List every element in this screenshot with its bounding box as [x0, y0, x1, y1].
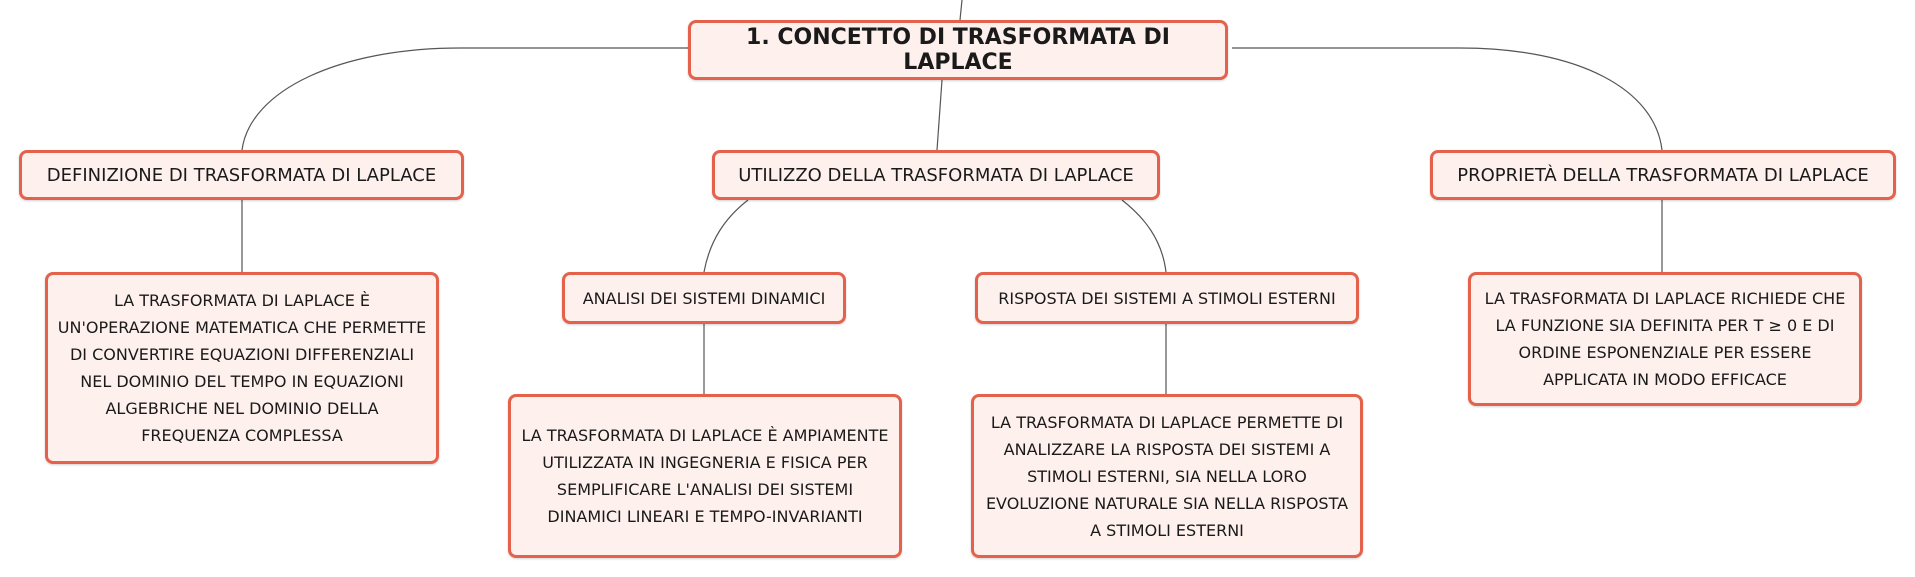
connector-root-definizione	[241, 47, 688, 151]
connector-root-proprieta	[1232, 47, 1663, 151]
proprieta-detail-text: LA TRASFORMATA DI LAPLACE RICHIEDE CHE L…	[1484, 289, 1846, 389]
proprieta-label: PROPRIETÀ DELLA TRASFORMATA DI LAPLACE	[1457, 164, 1869, 186]
utilizzo-label: UTILIZZO DELLA TRASFORMATA DI LAPLACE	[738, 164, 1134, 186]
definizione-detail-node[interactable]: LA TRASFORMATA DI LAPLACE È UN'OPERAZION…	[45, 272, 439, 464]
connector-root-utilizzo	[936, 79, 943, 151]
analisi-node[interactable]: ANALISI DEI SISTEMI DINAMICI	[562, 272, 846, 324]
root-label: 1. CONCETTO DI TRASFORMATA DI LAPLACE	[746, 25, 1170, 75]
risposta-node[interactable]: RISPOSTA DEI SISTEMI A STIMOLI ESTERNI	[975, 272, 1359, 324]
risposta-detail-text: LA TRASFORMATA DI LAPLACE PERMETTE DI AN…	[985, 412, 1349, 540]
definizione-node[interactable]: DEFINIZIONE DI TRASFORMATA DI LAPLACE	[19, 150, 464, 200]
proprieta-node[interactable]: PROPRIETÀ DELLA TRASFORMATA DI LAPLACE	[1430, 150, 1896, 200]
root-node[interactable]: 1. CONCETTO DI TRASFORMATA DI LAPLACE	[688, 20, 1228, 80]
connector-utilizzo-risposta	[1121, 199, 1167, 273]
analisi-detail-text: LA TRASFORMATA DI LAPLACE È AMPIAMENTE U…	[521, 426, 889, 526]
connector-incoming-root	[959, 0, 963, 21]
analisi-label: ANALISI DEI SISTEMI DINAMICI	[582, 288, 826, 308]
utilizzo-node[interactable]: UTILIZZO DELLA TRASFORMATA DI LAPLACE	[712, 150, 1160, 200]
risposta-label: RISPOSTA DEI SISTEMI A STIMOLI ESTERNI	[998, 288, 1336, 308]
definizione-label: DEFINIZIONE DI TRASFORMATA DI LAPLACE	[46, 164, 437, 186]
proprieta-detail-node[interactable]: LA TRASFORMATA DI LAPLACE RICHIEDE CHE L…	[1468, 272, 1862, 406]
analisi-detail-node[interactable]: LA TRASFORMATA DI LAPLACE È AMPIAMENTE U…	[508, 394, 902, 558]
risposta-detail-node[interactable]: LA TRASFORMATA DI LAPLACE PERMETTE DI AN…	[971, 394, 1363, 558]
connector-utilizzo-analisi	[703, 199, 749, 273]
definizione-detail-text: LA TRASFORMATA DI LAPLACE È UN'OPERAZION…	[57, 291, 427, 445]
